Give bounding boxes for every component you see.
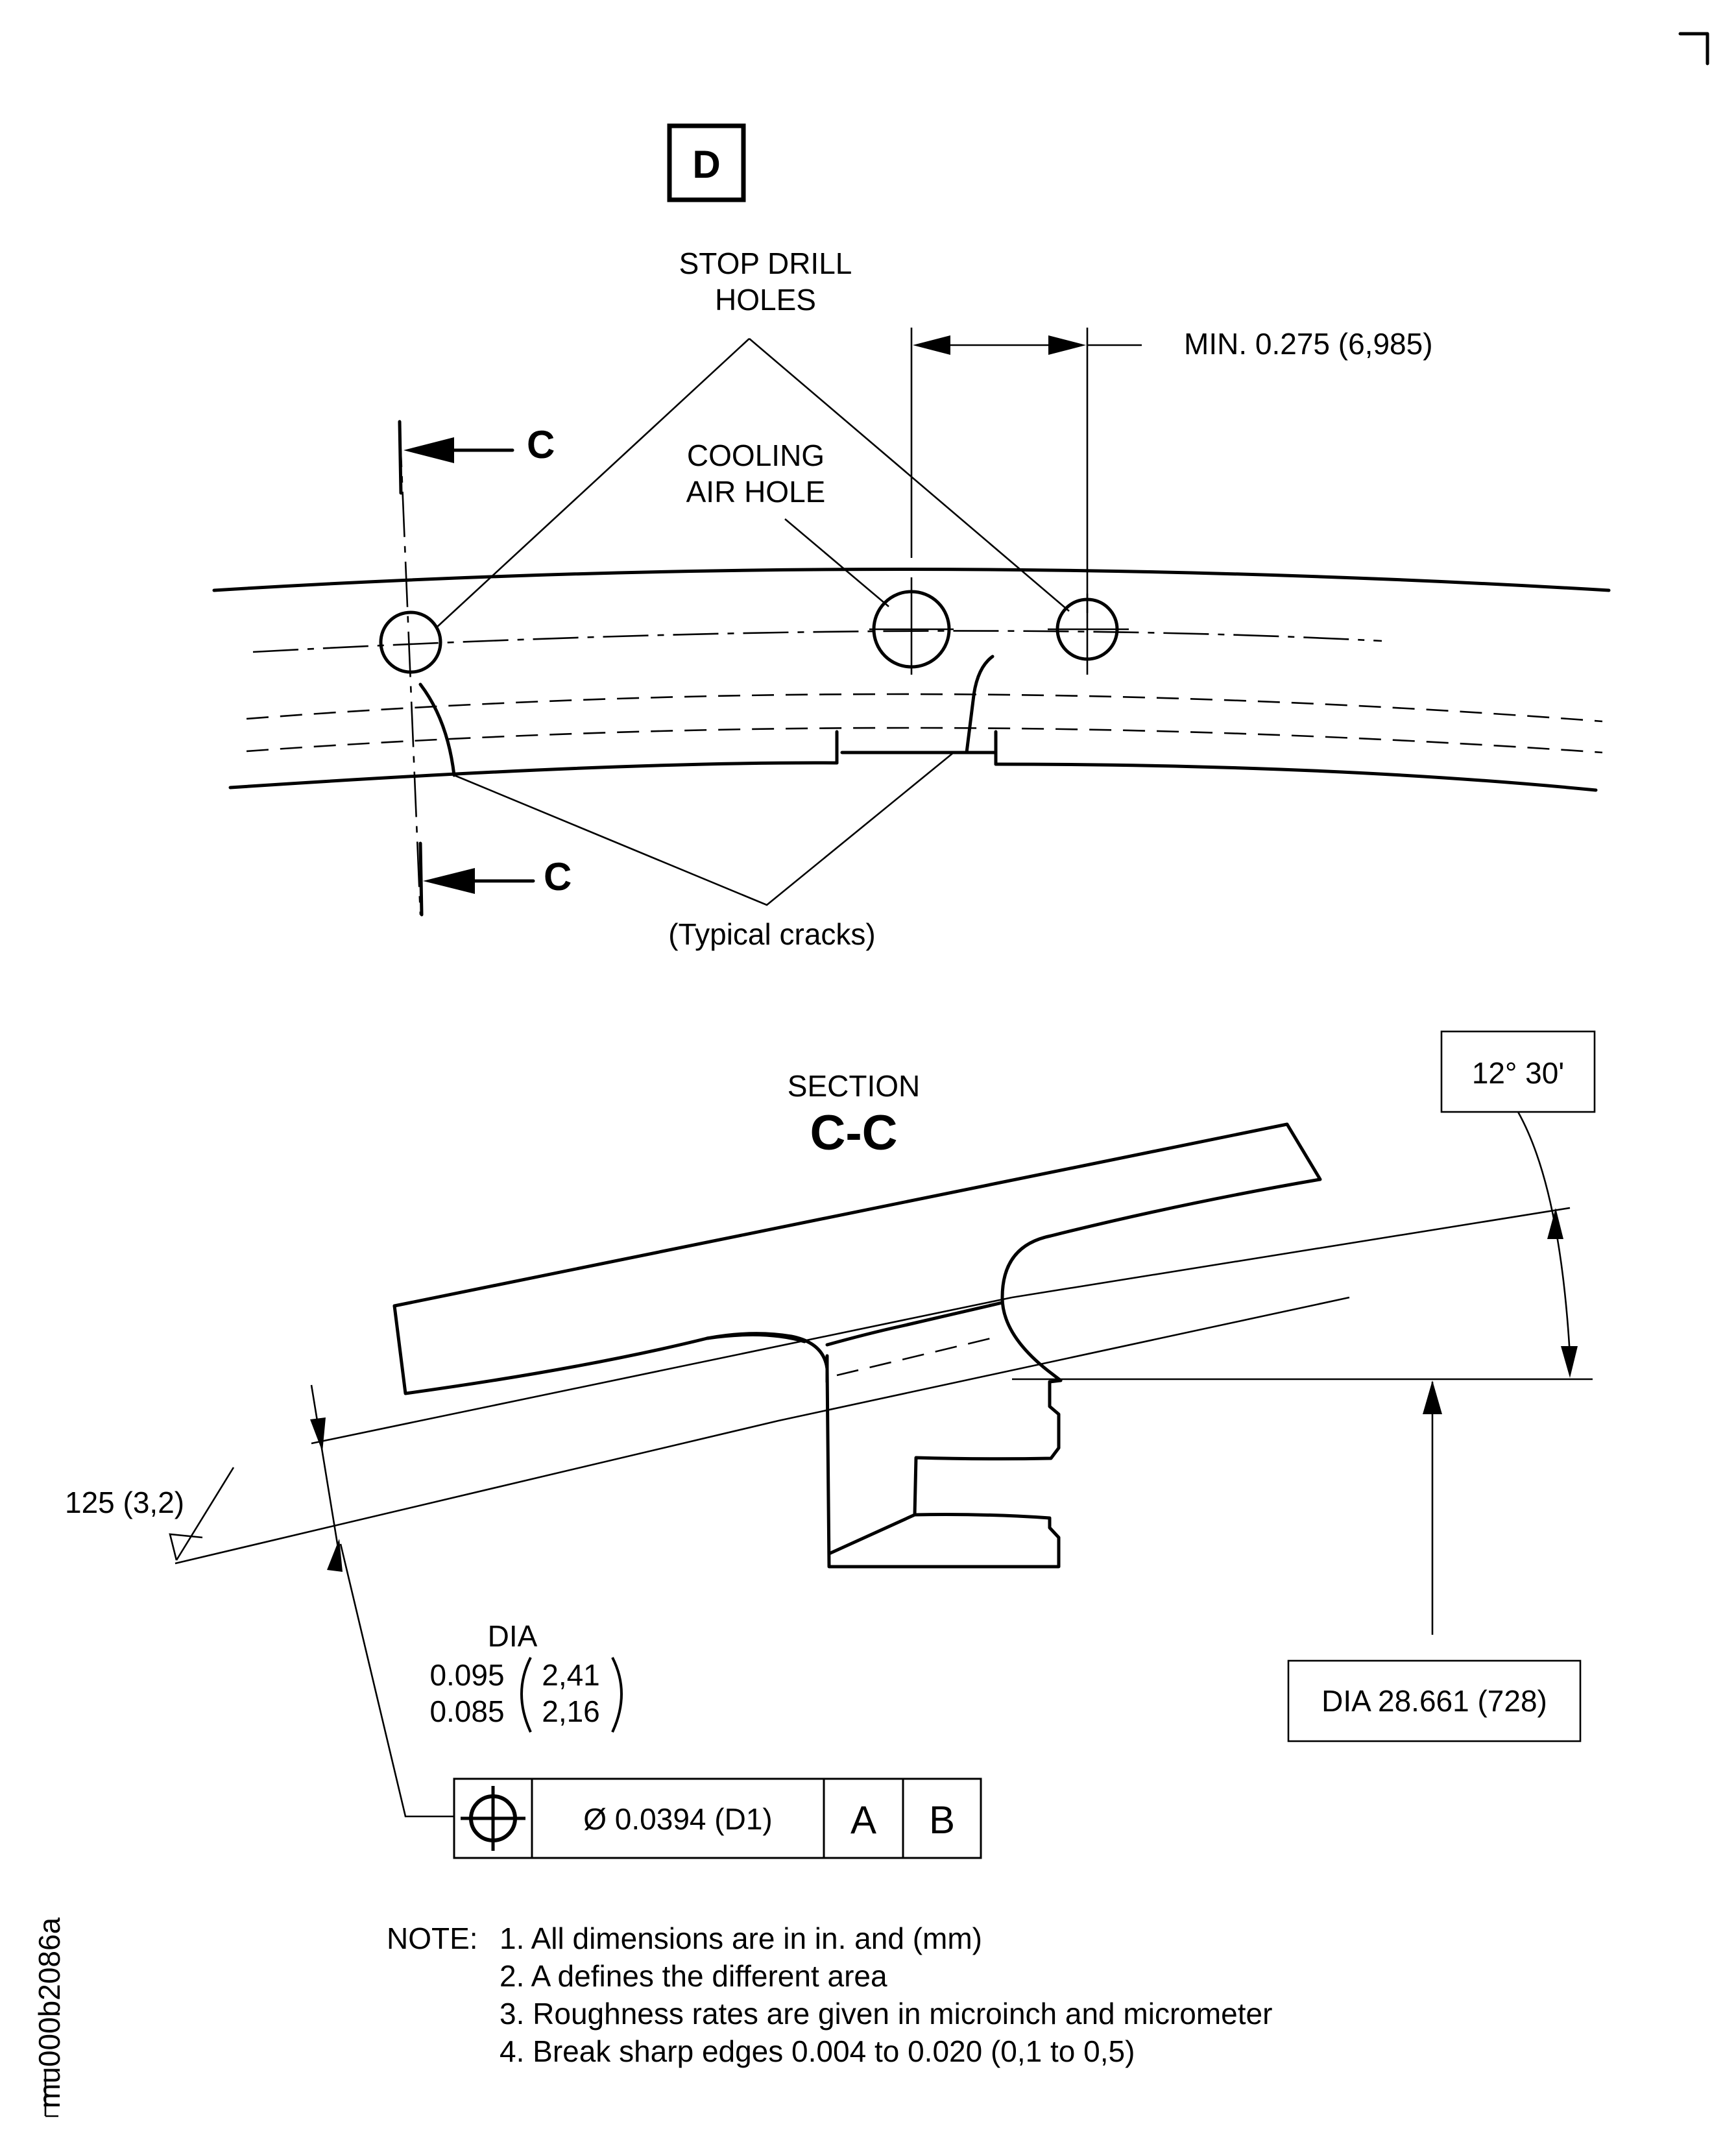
cooling-leader <box>784 518 889 607</box>
groove-diagonal <box>827 1513 917 1556</box>
section-view: SECTION C-C 12° 30' DIA 28.661 (728) <box>65 1030 1596 1818</box>
roughness-symbol <box>169 1467 235 1561</box>
hole-dia-extension <box>310 1384 342 1564</box>
detail-marker: D <box>667 123 746 202</box>
outer-dia-text: DIA 28.661 (728) <box>1321 1684 1547 1718</box>
angle-arc <box>1517 1111 1571 1356</box>
drawing-id: mu000b2086a <box>32 1917 66 2108</box>
stop-drill-label-2: HOLES <box>715 283 816 317</box>
liner-plate-lower <box>392 1304 806 1395</box>
fcf-tolerance: Ø 0.0394 (D1) <box>583 1802 772 1836</box>
paren-left <box>520 1657 532 1733</box>
liner-step <box>825 1301 1004 1347</box>
min-dim-arrow-left <box>913 335 950 355</box>
drawing-id-mark <box>44 2069 58 2117</box>
cut-label-top: C <box>527 423 555 466</box>
hole-dia-label: DIA <box>488 1619 538 1653</box>
top-view: C C STOP DRILL HOLES COOLING AIR HOLE MI… <box>212 247 1611 951</box>
crack-left <box>418 682 456 777</box>
section-name: C-C <box>810 1105 897 1161</box>
min-dim-arrow-right <box>1048 335 1086 355</box>
cooling-label-1: COOLING <box>687 439 825 472</box>
fcf-dividers <box>531 1779 904 1858</box>
cut-mark-top <box>398 420 403 495</box>
hole-dia-arrow-top <box>310 1417 326 1452</box>
hole-axis-lower <box>175 1296 1350 1565</box>
cracks-leaders <box>453 751 954 906</box>
cut-arrow-top-head <box>404 437 454 463</box>
position-icon <box>461 1786 525 1851</box>
angle-value: 12° 30' <box>1472 1056 1564 1090</box>
roughness-value: 125 (3,2) <box>65 1486 184 1519</box>
feature-control-frame: Ø 0.0394 (D1) A B <box>453 1778 982 1859</box>
hole-dia-upper-mm: 2,41 <box>542 1658 600 1692</box>
hole-centerline <box>252 630 1382 653</box>
note-1: 1. All dimensions are in in. and (mm) <box>500 1922 982 1955</box>
paren-right <box>611 1657 623 1733</box>
min-dim-extension <box>910 328 1089 613</box>
fcf-datum-a: A <box>850 1798 876 1842</box>
typical-cracks-label: (Typical cracks) <box>668 917 875 951</box>
section-hidden-line <box>836 1335 1000 1377</box>
ring-outer-edge <box>212 568 1611 592</box>
cut-mark-bottom <box>418 841 424 917</box>
notes: NOTE: 1. All dimensions are in in. and (… <box>387 1922 1272 2068</box>
note-4: 4. Break sharp edges 0.004 to 0.020 (0,1… <box>500 2034 1135 2068</box>
min-dimension-text: MIN. 0.275 (6,985) <box>1184 327 1433 361</box>
hole-dia-lower-mm: 2,16 <box>542 1694 600 1728</box>
ring-inner-edge-left <box>228 761 839 789</box>
crack-right <box>965 655 995 754</box>
note-2: 2. A defines the different area <box>500 1959 887 1993</box>
groove-profile <box>705 1332 1063 1569</box>
notch <box>835 730 998 766</box>
cooling-hole-crosshair <box>869 577 954 675</box>
stop-drill-leaders <box>435 338 1070 629</box>
detail-marker-letter: D <box>692 143 720 186</box>
outer-dia-arrow <box>1423 1380 1442 1414</box>
hole-dia-arrow-bottom <box>327 1539 343 1572</box>
outer-dia-box <box>1287 1659 1582 1742</box>
hole-dia-upper-in: 0.095 <box>429 1658 504 1692</box>
stop-drill-label-1: STOP DRILL <box>679 247 852 280</box>
fcf-datum-b: B <box>929 1798 955 1842</box>
hole-dia-lower-in: 0.085 <box>429 1694 504 1728</box>
liner-plate-upper <box>392 1122 1322 1382</box>
section-title: SECTION <box>788 1069 920 1103</box>
note-3: 3. Roughness rates are given in microinc… <box>500 1997 1272 2031</box>
section-cut-line <box>398 421 422 915</box>
ring-inner-edge-right <box>994 762 1598 792</box>
stop-drill-hole-left <box>379 610 442 674</box>
angle-arrow-top <box>1547 1208 1563 1239</box>
notes-head: NOTE: <box>387 1922 478 1955</box>
hole-axis-upper <box>311 1207 1571 1445</box>
cut-label-bottom: C <box>544 855 572 898</box>
fcf-border <box>453 1778 982 1859</box>
corner-mark <box>1678 32 1709 66</box>
cooling-label-2: AIR HOLE <box>686 475 826 509</box>
cut-arrow-bottom-head <box>423 868 475 894</box>
fcf-leader <box>339 1543 454 1818</box>
hidden-line-upper <box>246 693 1603 723</box>
angle-arrow-bottom <box>1561 1346 1578 1378</box>
